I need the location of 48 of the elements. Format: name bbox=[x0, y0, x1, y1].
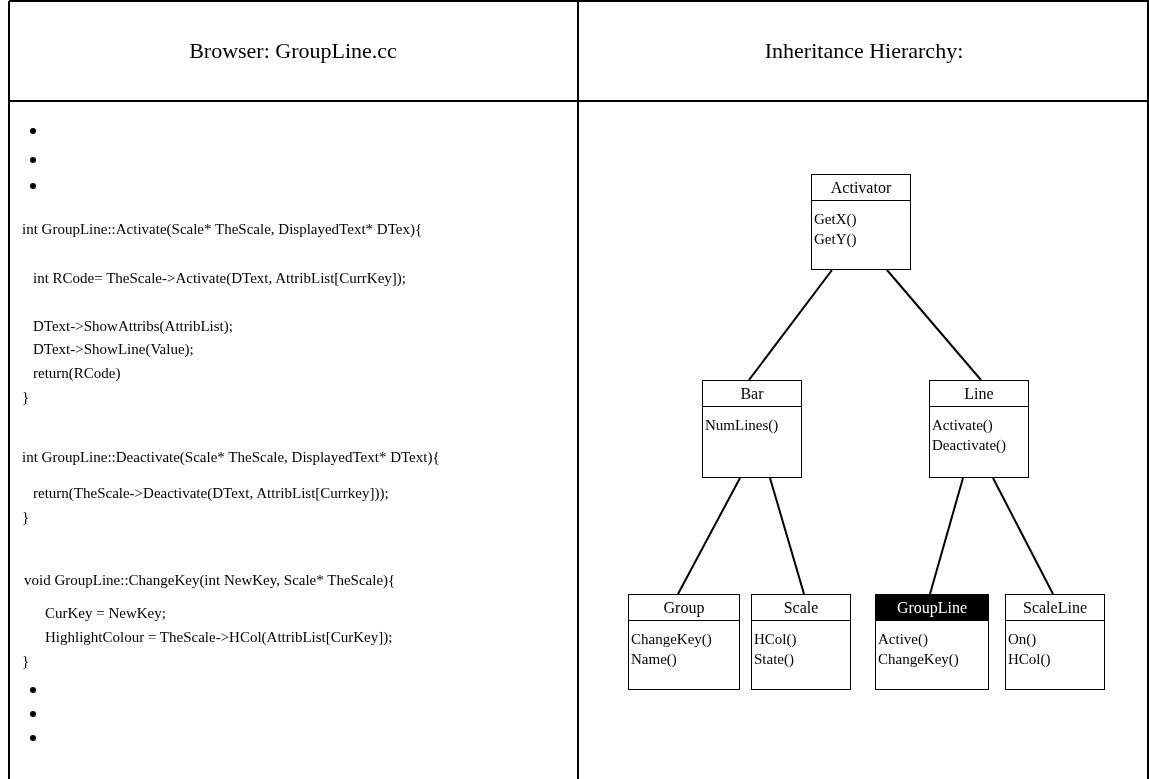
class-name: Activator bbox=[830, 178, 892, 198]
method-name: ChangeKey() bbox=[878, 650, 959, 669]
code-line: void GroupLine::ChangeKey(int NewKey, Scale* TheScale){ bbox=[24, 571, 396, 589]
method-name: Activate() bbox=[932, 416, 993, 435]
class-box bbox=[811, 174, 911, 270]
class-name: ScaleLine bbox=[1023, 598, 1087, 618]
method-name: Deactivate() bbox=[932, 436, 1007, 455]
class-box bbox=[875, 594, 989, 690]
connector-line bbox=[929, 477, 964, 595]
class-name: Scale bbox=[783, 598, 819, 618]
code-line: return(RCode) bbox=[33, 364, 121, 382]
method-name: GetY() bbox=[814, 230, 857, 249]
code-line: return(TheScale->Deactivate(DText, AttribList[Currkey])); bbox=[33, 484, 389, 502]
class-box bbox=[1005, 594, 1105, 690]
class-box bbox=[702, 380, 802, 478]
code-line: DText->ShowAttribs(AttribList); bbox=[33, 317, 233, 335]
class-box bbox=[929, 380, 1029, 478]
connector-line bbox=[677, 477, 741, 595]
code-line: DText->ShowLine(Value); bbox=[33, 340, 194, 358]
connector-line bbox=[769, 477, 805, 595]
class-name: Group bbox=[663, 598, 705, 618]
code-line: CurKey = NewKey; bbox=[45, 604, 166, 622]
code-line: } bbox=[22, 508, 30, 526]
connector-line bbox=[748, 269, 833, 381]
panel-heading: Browser: GroupLine.cc bbox=[189, 38, 397, 64]
code-line: int RCode= TheScale->Activate(DText, AttribList[CurrKey]); bbox=[33, 269, 406, 287]
method-name: Active() bbox=[878, 630, 928, 649]
code-line: HighlightColour = TheScale->HCol(AttribList[CurKey]); bbox=[45, 628, 393, 646]
code-line: } bbox=[22, 652, 30, 670]
code-line: int GroupLine::Activate(Scale* TheScale, DisplayedText* DTex){ bbox=[22, 220, 423, 238]
code-line: } bbox=[22, 388, 30, 406]
class-name: GroupLine bbox=[896, 598, 968, 618]
method-name: GetX() bbox=[814, 210, 857, 229]
method-name: State() bbox=[754, 650, 794, 669]
panel-heading: Inheritance Hierarchy: bbox=[764, 38, 964, 64]
method-name: Name() bbox=[631, 650, 677, 669]
method-name: HCol() bbox=[1008, 650, 1051, 669]
connector-line bbox=[992, 477, 1054, 595]
connector-line bbox=[886, 269, 982, 381]
code-line: int GroupLine::Deactivate(Scale* TheScale, DisplayedText* DText){ bbox=[22, 448, 440, 466]
method-name: HCol() bbox=[754, 630, 797, 649]
class-name: Bar bbox=[740, 384, 764, 404]
method-name: On() bbox=[1008, 630, 1037, 649]
class-box bbox=[628, 594, 740, 690]
class-box bbox=[751, 594, 851, 690]
method-name: ChangeKey() bbox=[631, 630, 712, 649]
method-name: NumLines() bbox=[705, 416, 779, 435]
class-name: Line bbox=[964, 384, 994, 404]
